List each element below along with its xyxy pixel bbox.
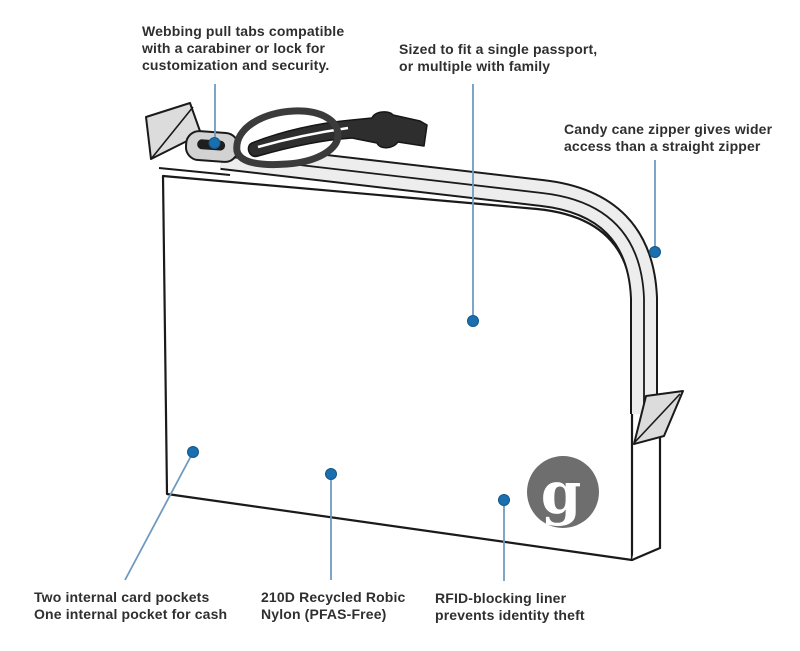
annotation-line: Two internal card pockets bbox=[34, 589, 210, 605]
annotation-fabric-material: 210D Recycled Robic Nylon (PFAS-Free) bbox=[261, 589, 405, 623]
zipper-seam bbox=[221, 155, 645, 414]
callout-lines bbox=[124, 84, 656, 581]
callout-dot-webbing bbox=[208, 137, 221, 149]
brand-logo-letter: g bbox=[541, 459, 582, 527]
annotation-line: Webbing pull tabs compatible bbox=[142, 23, 345, 39]
annotation-webbing-pull-tabs: Webbing pull tabs compatible with a cara… bbox=[142, 23, 344, 74]
callout-dot-rfid bbox=[498, 494, 510, 506]
annotation-line: 210D Recycled Robic bbox=[261, 589, 406, 605]
callout-dot-pockets bbox=[187, 446, 199, 458]
callout-dot-sized bbox=[467, 315, 479, 327]
annotation-line: access than a straight zipper bbox=[564, 138, 761, 154]
callout-dots bbox=[187, 137, 661, 506]
webbing-tab-right-fold bbox=[634, 393, 681, 443]
annotation-line: Nylon (PFAS-Free) bbox=[261, 606, 387, 622]
pull-loop-ring bbox=[233, 107, 342, 169]
annotation-line: Candy cane zipper gives wider bbox=[564, 121, 773, 137]
annotation-line: or multiple with family bbox=[399, 58, 551, 74]
annotation-line: RFID-blocking liner bbox=[435, 590, 567, 606]
annotation-line: Sized to fit a single passport, bbox=[399, 41, 598, 57]
brand-logo-disc bbox=[527, 456, 599, 528]
annotation-line: with a carabiner or lock for bbox=[142, 40, 326, 56]
callout-line-pockets bbox=[124, 455, 192, 581]
pouch-side-gusset bbox=[631, 410, 662, 562]
callout-dot-fabric bbox=[325, 468, 337, 480]
back-panel-edge bbox=[158, 167, 231, 176]
annotation-line: One internal pocket for cash bbox=[34, 606, 228, 622]
callout-dot-zipper bbox=[649, 246, 661, 258]
brand-logo: g bbox=[527, 456, 599, 528]
annotation-candy-cane-zipper: Candy cane zipper gives wider access tha… bbox=[564, 121, 772, 155]
annotation-internal-pockets: Two internal card pockets One internal p… bbox=[34, 589, 227, 623]
annotation-line: prevents identity theft bbox=[435, 607, 585, 623]
webbing-tab-left-fold bbox=[150, 106, 194, 160]
annotation-line: customization and security. bbox=[142, 57, 330, 73]
annotation-sized-to-fit: Sized to fit a single passport, or multi… bbox=[399, 41, 597, 75]
annotation-rfid-liner: RFID-blocking liner prevents identity th… bbox=[435, 590, 585, 624]
